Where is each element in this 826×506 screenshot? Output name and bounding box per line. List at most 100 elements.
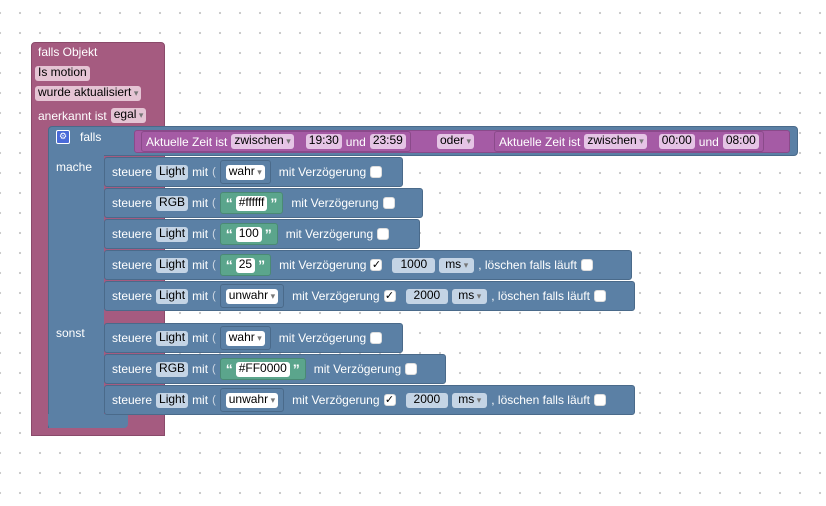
trigger-ack-row: anerkannt ist egal bbox=[38, 108, 147, 123]
time-op-1-dropdown[interactable]: zwischen bbox=[231, 134, 294, 149]
delay-label: mit Verzögerung bbox=[292, 289, 380, 303]
clear-label: , löschen falls läuft bbox=[491, 393, 590, 407]
steuere-label: steuere bbox=[112, 289, 153, 303]
open-quote-icon: “ bbox=[225, 257, 233, 273]
target-field[interactable]: Light bbox=[156, 330, 189, 346]
if-block-spine bbox=[48, 150, 104, 428]
connector-icon: ( bbox=[212, 394, 216, 406]
delay-checkbox[interactable] bbox=[370, 166, 383, 178]
text-block[interactable]: “ #ffffff ” bbox=[219, 192, 284, 214]
clear-checkbox[interactable] bbox=[580, 259, 593, 271]
mit-label: mit bbox=[192, 227, 209, 241]
close-quote-icon: ” bbox=[258, 257, 266, 273]
connector-icon: ( bbox=[212, 290, 216, 302]
action-row[interactable]: steuere RGB mit ( “ #FF0000 ” mit Verzög… bbox=[104, 354, 446, 384]
clear-checkbox[interactable] bbox=[593, 394, 606, 406]
action-row[interactable]: steuere Light mit ( “ 100 ” mit Verzöger… bbox=[104, 219, 420, 249]
delay-value-field[interactable]: 2000 bbox=[405, 392, 449, 408]
delay-label: mit Verzögerung bbox=[278, 165, 367, 179]
unit-dropdown[interactable]: ms bbox=[452, 392, 488, 408]
time-op-2-dropdown[interactable]: zwischen bbox=[584, 134, 647, 149]
bool-dropdown[interactable]: wahr bbox=[225, 164, 265, 180]
action-row[interactable]: steuere Light mit ( wahr mit Verzögerung bbox=[104, 323, 403, 353]
mit-label: mit bbox=[192, 362, 209, 376]
delay-label: mit Verzögerung bbox=[285, 227, 374, 241]
connector-icon: ( bbox=[212, 259, 216, 271]
falls-label: falls bbox=[80, 130, 102, 144]
connector-icon: ( bbox=[212, 166, 216, 178]
target-field[interactable]: Light bbox=[156, 392, 189, 408]
text-block[interactable]: “ 25 ” bbox=[219, 254, 272, 276]
mit-label: mit bbox=[192, 196, 209, 210]
delay-checkbox[interactable] bbox=[382, 197, 395, 209]
und-1: und bbox=[345, 134, 366, 149]
text-block[interactable]: “ 100 ” bbox=[219, 223, 278, 245]
target-field[interactable]: RGB bbox=[156, 361, 189, 377]
unit-dropdown[interactable]: ms bbox=[452, 288, 488, 304]
mit-label: mit bbox=[192, 331, 209, 345]
action-row[interactable]: steuere RGB mit ( “ #ffffff ” mit Verzög… bbox=[104, 188, 423, 218]
connector-icon: ( bbox=[212, 332, 216, 344]
bool-block[interactable]: wahr bbox=[219, 160, 271, 184]
steuere-label: steuere bbox=[112, 393, 153, 407]
logic-op-dropdown[interactable]: oder bbox=[437, 134, 475, 150]
target-field[interactable]: RGB bbox=[156, 195, 189, 211]
delay-label: mit Verzögerung bbox=[279, 258, 367, 272]
und-2: und bbox=[698, 134, 719, 149]
condition-dropdown[interactable]: wurde aktualisiert bbox=[35, 86, 142, 102]
time-condition-1[interactable]: Aktuelle Zeit ist zwischen 19:30 und 23:… bbox=[141, 131, 411, 152]
delay-value-field[interactable]: 2000 bbox=[405, 288, 449, 304]
target-field[interactable]: Light bbox=[156, 226, 189, 242]
time-to-2[interactable]: 08:00 bbox=[722, 134, 759, 149]
connector-icon: ( bbox=[212, 197, 216, 209]
delay-checkbox[interactable]: ✓ bbox=[370, 259, 383, 271]
mit-label: mit bbox=[192, 165, 209, 179]
connector-icon: ( bbox=[212, 228, 216, 240]
target-field[interactable]: Light bbox=[156, 164, 189, 180]
bool-block[interactable]: unwahr bbox=[219, 388, 285, 412]
delay-checkbox[interactable] bbox=[405, 363, 418, 375]
steuere-label: steuere bbox=[112, 331, 153, 345]
close-quote-icon: ” bbox=[292, 361, 300, 377]
text-field[interactable]: 25 bbox=[235, 257, 256, 273]
ack-dropdown[interactable]: egal bbox=[110, 108, 147, 123]
steuere-label: steuere bbox=[112, 196, 153, 210]
delay-checkbox[interactable] bbox=[377, 228, 390, 240]
time-from-2[interactable]: 00:00 bbox=[658, 134, 695, 149]
delay-label: mit Verzögerung bbox=[292, 393, 380, 407]
target-field[interactable]: Light bbox=[156, 288, 189, 304]
object-field[interactable]: Is motion bbox=[35, 66, 90, 82]
mit-label: mit bbox=[192, 289, 209, 303]
steuere-label: steuere bbox=[112, 258, 153, 272]
target-field[interactable]: Light bbox=[156, 257, 189, 273]
bool-dropdown[interactable]: unwahr bbox=[225, 392, 279, 408]
delay-checkbox[interactable]: ✓ bbox=[383, 290, 396, 302]
action-row[interactable]: steuere Light mit ( unwahr mit Verzögeru… bbox=[104, 385, 635, 415]
open-quote-icon: “ bbox=[225, 361, 233, 377]
delay-label: mit Verzögerung bbox=[313, 362, 402, 376]
clear-checkbox[interactable] bbox=[593, 290, 606, 302]
text-field[interactable]: #ffffff bbox=[235, 195, 268, 211]
bool-dropdown[interactable]: unwahr bbox=[225, 288, 279, 304]
bool-block[interactable]: wahr bbox=[219, 326, 271, 350]
bool-dropdown[interactable]: wahr bbox=[225, 330, 265, 346]
clear-label: , löschen falls läuft bbox=[478, 258, 577, 272]
text-field[interactable]: 100 bbox=[235, 226, 262, 242]
bool-block[interactable]: unwahr bbox=[219, 284, 285, 308]
delay-value-field[interactable]: 1000 bbox=[392, 257, 436, 273]
time-condition-2[interactable]: Aktuelle Zeit ist zwischen 00:00 und 08:… bbox=[494, 131, 764, 152]
delay-checkbox[interactable] bbox=[370, 332, 383, 344]
action-row[interactable]: steuere Light mit ( unwahr mit Verzögeru… bbox=[104, 281, 635, 311]
unit-dropdown[interactable]: ms bbox=[439, 257, 475, 273]
text-block[interactable]: “ #FF0000 ” bbox=[219, 358, 306, 380]
mit-label: mit bbox=[192, 393, 209, 407]
gear-icon[interactable]: ⚙ bbox=[56, 130, 70, 144]
time-from-1[interactable]: 19:30 bbox=[305, 134, 342, 149]
action-row[interactable]: steuere Light mit ( wahr mit Verzögerung bbox=[104, 157, 403, 187]
action-row[interactable]: steuere Light mit ( “ 25 ” mit Verzögeru… bbox=[104, 250, 632, 280]
delay-checkbox[interactable]: ✓ bbox=[383, 394, 396, 406]
if-block-bottom bbox=[48, 414, 128, 428]
time-to-1[interactable]: 23:59 bbox=[369, 134, 406, 149]
sonst-label: sonst bbox=[56, 326, 85, 340]
text-field[interactable]: #FF0000 bbox=[235, 361, 290, 377]
